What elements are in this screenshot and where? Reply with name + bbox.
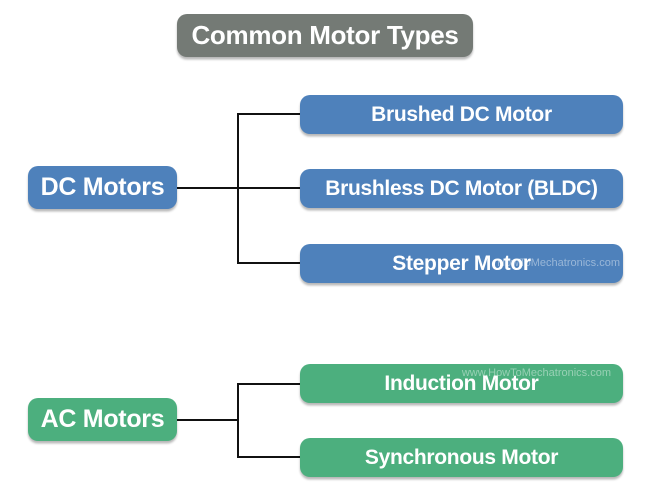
stepper-motor-node: HowToMechatronics.com Stepper Motor (300, 244, 623, 283)
synchronous-motor-node: Synchronous Motor (300, 438, 623, 477)
dc-branch-line-brushless (237, 187, 300, 189)
synchronous-motor-label: Synchronous Motor (364, 445, 559, 469)
dc-parent-connector-line (177, 187, 239, 189)
dc-branch-line-brushed (237, 113, 300, 115)
ac-motors-label: AC Motors (40, 405, 165, 433)
ac-branch-line-induction (237, 383, 300, 385)
ac-motors-node: AC Motors (28, 398, 177, 441)
diagram-title-box: Common Motor Types (177, 14, 473, 57)
stepper-motor-label: Stepper Motor (392, 251, 531, 275)
brushed-dc-motor-node: Brushed DC Motor (300, 95, 623, 134)
brushless-dc-motor-label: Brushless DC Motor (BLDC) (325, 176, 598, 200)
dc-motors-label: DC Motors (40, 173, 165, 201)
ac-parent-connector-line (177, 419, 239, 421)
brushed-dc-motor-label: Brushed DC Motor (371, 102, 552, 126)
dc-motors-node: DC Motors (28, 166, 177, 209)
ac-trunk-line (237, 383, 239, 458)
induction-motor-node: www.HowToMechatronics.com Induction Moto… (300, 364, 623, 403)
induction-motor-label: Induction Motor (384, 371, 539, 395)
brushless-dc-motor-node: Brushless DC Motor (BLDC) (300, 169, 623, 208)
ac-branch-line-synchronous (237, 456, 300, 458)
diagram-title: Common Motor Types (191, 20, 459, 50)
dc-branch-line-stepper (237, 262, 300, 264)
